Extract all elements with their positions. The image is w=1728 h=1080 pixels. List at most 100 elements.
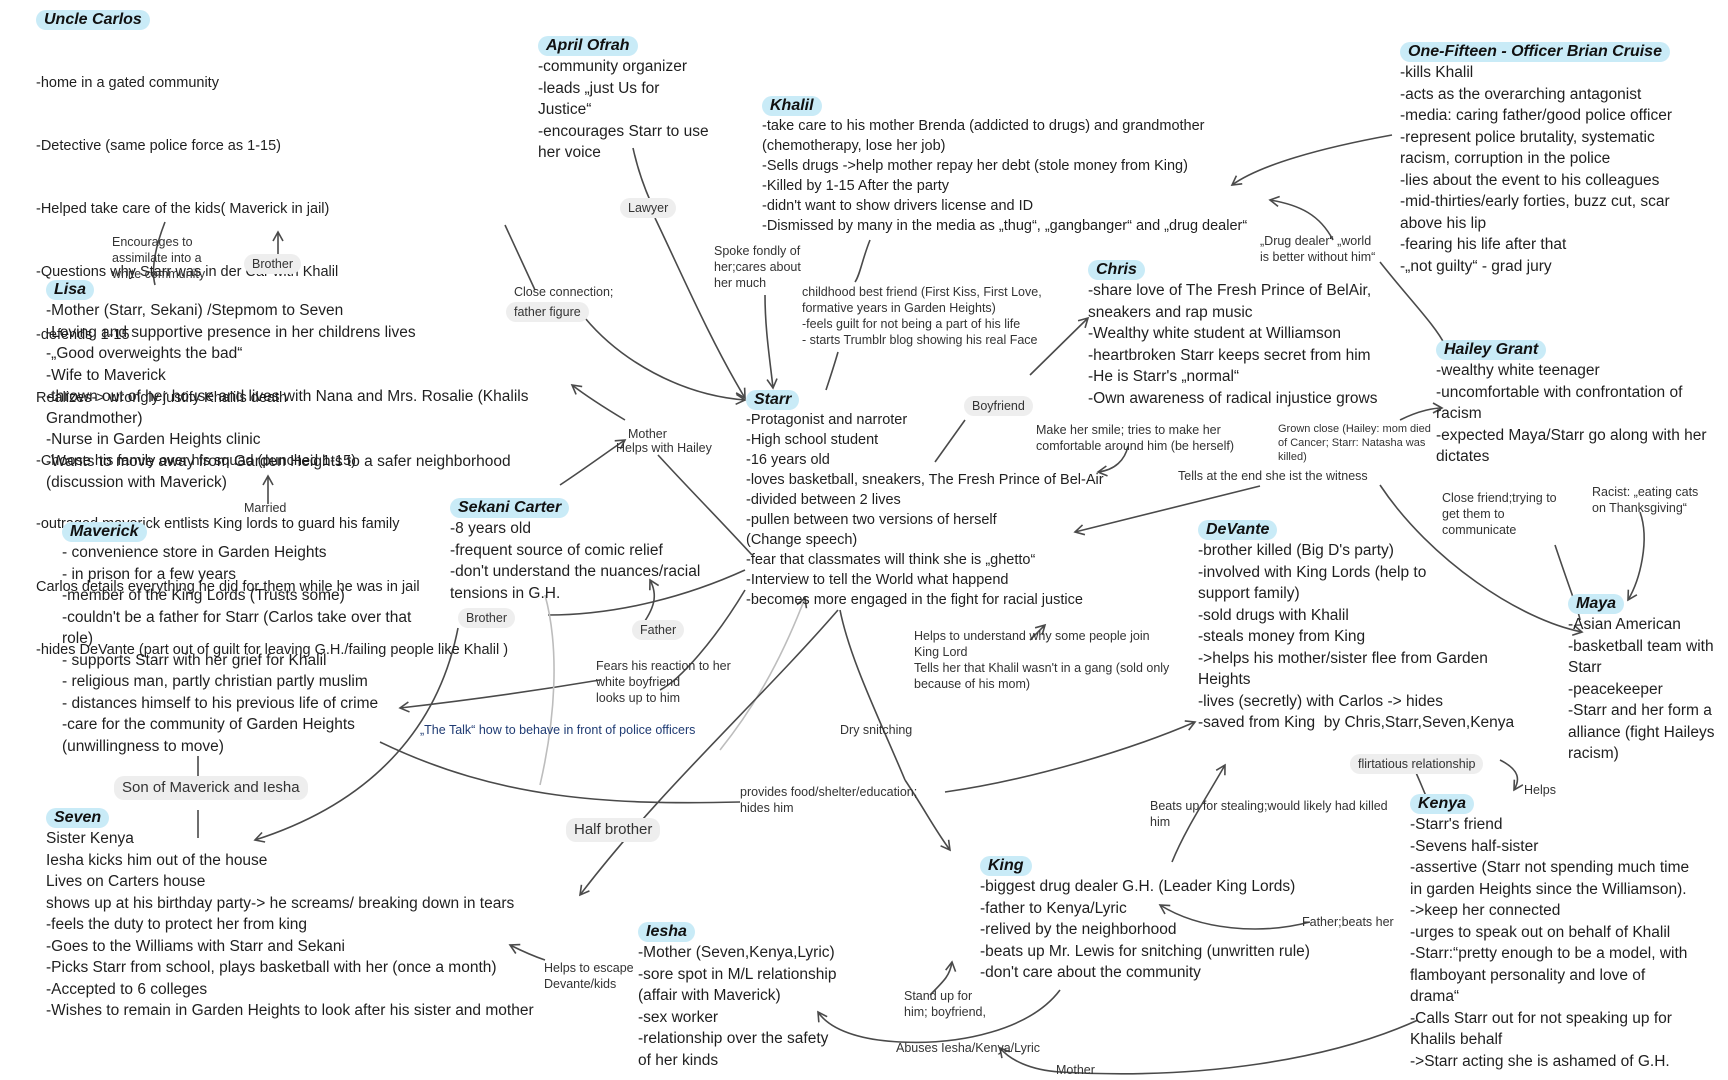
- node-line: -Helped take care of the kids( Maverick …: [36, 201, 330, 217]
- node-line: shows up at his birthday party-> he scre…: [46, 894, 515, 912]
- node-line: -Dismissed by many in the media as „thug…: [762, 218, 1248, 234]
- node-line: -involved with King Lords (help to: [1198, 563, 1427, 581]
- node-line: ->helps his mother/sister flee from Gard…: [1198, 649, 1488, 667]
- node-line: (chemotherapy, lose her job): [762, 138, 946, 154]
- node-line: -take care to his mother Brenda (addicte…: [762, 118, 1205, 134]
- node-line: Realizes-> wrongly justify Khalils death: [36, 390, 288, 406]
- node-body: -Starr's friend -Sevens half-sister -ass…: [1410, 814, 1726, 1072]
- label-beats-stealing: Beats up for stealing;would likely had k…: [1150, 799, 1388, 829]
- label-dry-snitching: Dry snitching: [840, 723, 913, 737]
- node-line: -didn't want to show drivers license and…: [762, 198, 1034, 214]
- node-line: -feels the duty to protect her from king: [46, 916, 308, 933]
- node-body: -Protagonist and narroter -High school s…: [746, 410, 1146, 610]
- label-mother: Mother: [628, 427, 667, 441]
- label-close-connection: Close connection;: [514, 285, 614, 299]
- node-hailey-grant: Hailey Grant -wealthy white teenager -un…: [1436, 340, 1726, 468]
- node-title: Chris: [1088, 260, 1145, 280]
- node-line: Grandmother): [46, 409, 143, 427]
- node-line: -High school student: [746, 432, 879, 448]
- node-line: (discussion with Maverick): [46, 474, 227, 491]
- node-maya: Maya -Asian American -basketball team wi…: [1568, 594, 1726, 765]
- node-line: -„not guilty“ - grad jury: [1400, 257, 1552, 275]
- node-line: -Mother (Starr, Sekani) /Stepmom to Seve…: [46, 302, 344, 319]
- node-starr: Starr -Protagonist and narroter -High sc…: [746, 390, 1146, 610]
- node-body: -community organizer -leads „just Us for…: [538, 56, 738, 164]
- node-line: -He is Starr's „normal“: [1088, 368, 1240, 385]
- label-helps-understand: Helps to understand why some people join…: [914, 629, 1170, 691]
- node-line: racism: [1436, 405, 1482, 422]
- node-line: - supports Starr with her grief for Khal…: [62, 651, 327, 669]
- node-title: Iesha: [638, 922, 695, 942]
- node-line: drama“: [1410, 988, 1460, 1005]
- label-fears: Fears his reaction to her white boyfrien…: [596, 659, 731, 705]
- node-line: -member of the King Lords (Trusts some): [62, 587, 345, 604]
- node-line: -represent police brutality, systematic: [1400, 128, 1655, 146]
- node-line: Sister Kenya: [46, 830, 134, 847]
- node-line: -Protagonist and narroter: [746, 412, 908, 428]
- node-line: -pullen between two versions of herself: [746, 512, 997, 528]
- node-line: -Choose his family over his squad (punch…: [36, 453, 356, 469]
- node-line: -hides DeVante (part out of guilt for le…: [36, 642, 509, 658]
- node-line: ->keep her connected: [1410, 902, 1561, 919]
- label-mother-bottom: Mother: [1056, 1063, 1095, 1077]
- node-line: alliance (fight Haileys: [1568, 723, 1715, 741]
- node-line: -beats up Mr. Lewis for snitching (unwri…: [980, 942, 1310, 960]
- node-title: Khalil: [762, 96, 822, 116]
- node-line: of her kinds: [638, 1051, 719, 1069]
- node-line: -wealthy white teenager: [1436, 362, 1600, 379]
- node-title: April Ofrah: [538, 36, 638, 56]
- node-line: -biggest drug dealer G.H. (Leader King L…: [980, 878, 1296, 895]
- node-line: -8 years old: [450, 520, 531, 537]
- node-line: Khalils behalf: [1410, 1031, 1503, 1048]
- node-line: -16 years old: [746, 452, 830, 468]
- node-line: Lives on Carters house: [46, 873, 206, 890]
- node-line: -heartbroken Starr keeps secret from him: [1088, 346, 1371, 364]
- node-sekani-carter: Sekani Carter -8 years old -frequent sou…: [450, 498, 740, 604]
- node-kenya: Kenya -Starr's friend -Sevens half-siste…: [1410, 794, 1726, 1072]
- node-iesha: Iesha -Mother (Seven,Kenya,Lyric) -sore …: [638, 922, 878, 1071]
- node-line: -saved from King by Chris,Starr,Seven,Ke…: [1198, 714, 1515, 731]
- node-line: -couldn't be a father for Starr (Carlos …: [62, 608, 412, 626]
- node-line: -sex worker: [638, 1008, 719, 1026]
- node-maverick: Maverick - convenience store in Garden H…: [62, 522, 462, 757]
- node-line: -Nurse in Garden Heights clinic: [46, 431, 261, 448]
- node-line: -peacekeeper: [1568, 680, 1663, 698]
- node-line: -share love of The Fresh Prince of BelAi…: [1088, 282, 1372, 299]
- node-line: -assertive (Starr not spending much time: [1410, 859, 1690, 876]
- node-line: support family): [1198, 585, 1300, 602]
- node-line: -„Good overweights the bad“: [46, 345, 243, 362]
- label-father-beats: Father;beats her: [1302, 915, 1394, 929]
- node-line: sneakers and rap music: [1088, 303, 1253, 321]
- node-line: -don't understand the nuances/racial: [450, 563, 701, 580]
- node-line: -frequent source of comic relief: [450, 541, 663, 559]
- node-line: -relationship over the safety: [638, 1030, 829, 1047]
- node-line: -defends 1-15: [36, 327, 130, 343]
- label-brother-carlos: Brother: [244, 254, 301, 274]
- node-line: above his lip: [1400, 214, 1487, 232]
- node-line: -encourages Starr to use: [538, 122, 709, 140]
- node-line: -sore spot in M/L relationship: [638, 965, 837, 983]
- label-flirtatious: flirtatious relationship: [1350, 754, 1484, 774]
- node-title: Maya: [1568, 594, 1625, 614]
- node-body: -kills Khalil -acts as the overarching a…: [1400, 62, 1720, 277]
- node-line: -expected Maya/Starr go along with her: [1436, 426, 1707, 444]
- label-provides: provides food/shelter/education; hides h…: [740, 785, 918, 815]
- node-line: flamboyant personality and love of: [1410, 966, 1646, 984]
- node-line: -kills Khalil: [1400, 64, 1474, 81]
- node-line: -Interview to tell the World what happen…: [746, 572, 1009, 588]
- node-line: role): [62, 630, 94, 647]
- node-line: -Wife to Maverick: [46, 366, 166, 384]
- node-title: Hailey Grant: [1436, 340, 1547, 360]
- node-line: -Starr's friend: [1410, 816, 1503, 833]
- node-title: Kenya: [1410, 794, 1475, 814]
- node-line: -care for the community of Garden Height…: [62, 716, 355, 733]
- node-body: -Mother (Seven,Kenya,Lyric) -sore spot i…: [638, 942, 878, 1071]
- label-helps-escape: Helps to escape Devante/kids: [544, 961, 634, 991]
- label-the-talk: „The Talk“ how to behave in front of pol…: [420, 723, 696, 737]
- node-title: Sekani Carter: [450, 498, 570, 518]
- node-line: (affair with Maverick): [638, 987, 781, 1004]
- node-line: -relived by the neighborhood: [980, 921, 1177, 938]
- node-line: -Own awareness of radical injustice grow…: [1088, 389, 1378, 407]
- node-line: -lives (secretly) with Carlos -> hides: [1198, 692, 1444, 710]
